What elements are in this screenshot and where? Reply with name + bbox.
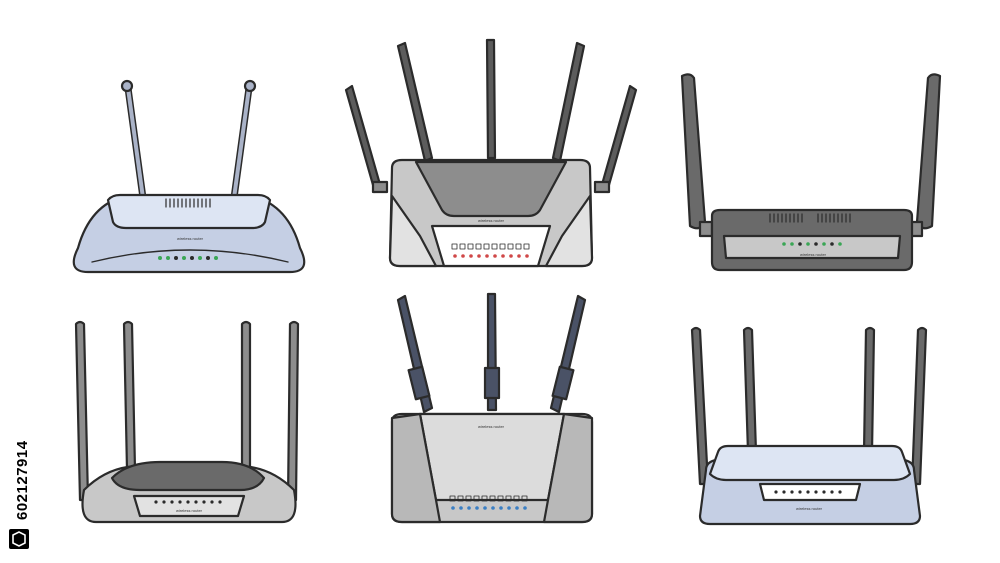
router-5-label: wireless router bbox=[478, 424, 505, 429]
router-1-front-curve bbox=[91, 249, 289, 263]
router-4-label: wireless router bbox=[176, 508, 203, 513]
router-4-front-panel bbox=[132, 494, 246, 518]
stock-id-strip: 602127914 bbox=[0, 0, 38, 563]
router-2-side-left bbox=[388, 194, 438, 268]
router-2-top-face bbox=[414, 160, 568, 218]
router-3-antenna-right bbox=[915, 73, 942, 230]
router-1-vent bbox=[165, 198, 211, 208]
router-6: wireless router bbox=[690, 326, 928, 526]
router-5-led-row bbox=[451, 506, 527, 510]
router-2-antenna-4 bbox=[551, 41, 586, 163]
router-2-side-right bbox=[544, 194, 594, 268]
router-3-vent-right bbox=[817, 213, 851, 223]
router-4-antenna-2 bbox=[122, 320, 137, 472]
router-6-antennas bbox=[690, 326, 928, 486]
router-4-led-row bbox=[154, 500, 222, 504]
router-6-top bbox=[708, 444, 912, 482]
router-6-antenna-3 bbox=[862, 326, 876, 454]
router-2-antenna-1 bbox=[344, 84, 383, 194]
router-5-icon-row bbox=[449, 495, 528, 502]
router-2-front-panel bbox=[430, 224, 552, 268]
router-2-label: wireless router bbox=[478, 218, 505, 223]
stock-id: 602127914 bbox=[14, 440, 31, 520]
router-3-front-panel bbox=[722, 234, 902, 260]
router-3: wireless router bbox=[680, 73, 942, 272]
router-2-antennas bbox=[344, 38, 638, 194]
router-3-antenna-hinge-left bbox=[698, 220, 714, 238]
router-2-antenna-2 bbox=[396, 41, 434, 163]
router-6-label: wireless router bbox=[796, 506, 823, 511]
router-1-led-row bbox=[158, 256, 218, 260]
router-3-antenna-left bbox=[680, 73, 707, 230]
router-2-antenna-base-left bbox=[371, 180, 389, 194]
router-4-top bbox=[110, 460, 266, 492]
router-6-led-row bbox=[774, 490, 842, 494]
router-3-led-row bbox=[782, 242, 842, 246]
router-1-antenna-left bbox=[120, 79, 147, 202]
stock-logo-icon bbox=[9, 529, 29, 549]
router-1-antenna-right bbox=[230, 79, 257, 202]
router-6-antenna-1 bbox=[690, 326, 710, 486]
router-5: wireless router bbox=[390, 292, 594, 524]
router-4-antenna-1 bbox=[74, 320, 90, 502]
router-4: wireless router bbox=[74, 320, 300, 524]
router-1-label: wireless router bbox=[177, 236, 204, 241]
router-3-label: wireless router bbox=[800, 252, 827, 257]
router-1: wireless router bbox=[72, 79, 306, 274]
router-4-antennas bbox=[74, 320, 300, 502]
router-6-front-panel bbox=[758, 482, 862, 502]
router-6-antenna-4 bbox=[910, 326, 928, 486]
router-3-vent-left bbox=[769, 213, 803, 223]
router-1-top-panel bbox=[106, 193, 272, 230]
router-4-antenna-3 bbox=[240, 320, 252, 472]
router-2-antenna-3 bbox=[485, 38, 497, 160]
router-5-side-left bbox=[390, 412, 442, 524]
router-5-side-right bbox=[542, 412, 594, 524]
router-2: wireless router bbox=[344, 38, 638, 268]
router-2-icon-row bbox=[451, 243, 530, 250]
router-6-antenna-2 bbox=[742, 326, 758, 454]
router-2-antenna-5 bbox=[599, 84, 638, 194]
router-2-antenna-base-right bbox=[593, 180, 611, 194]
router-2-led-row bbox=[453, 254, 529, 258]
router-5-antennas bbox=[396, 292, 587, 414]
router-4-antenna-4 bbox=[286, 320, 300, 502]
